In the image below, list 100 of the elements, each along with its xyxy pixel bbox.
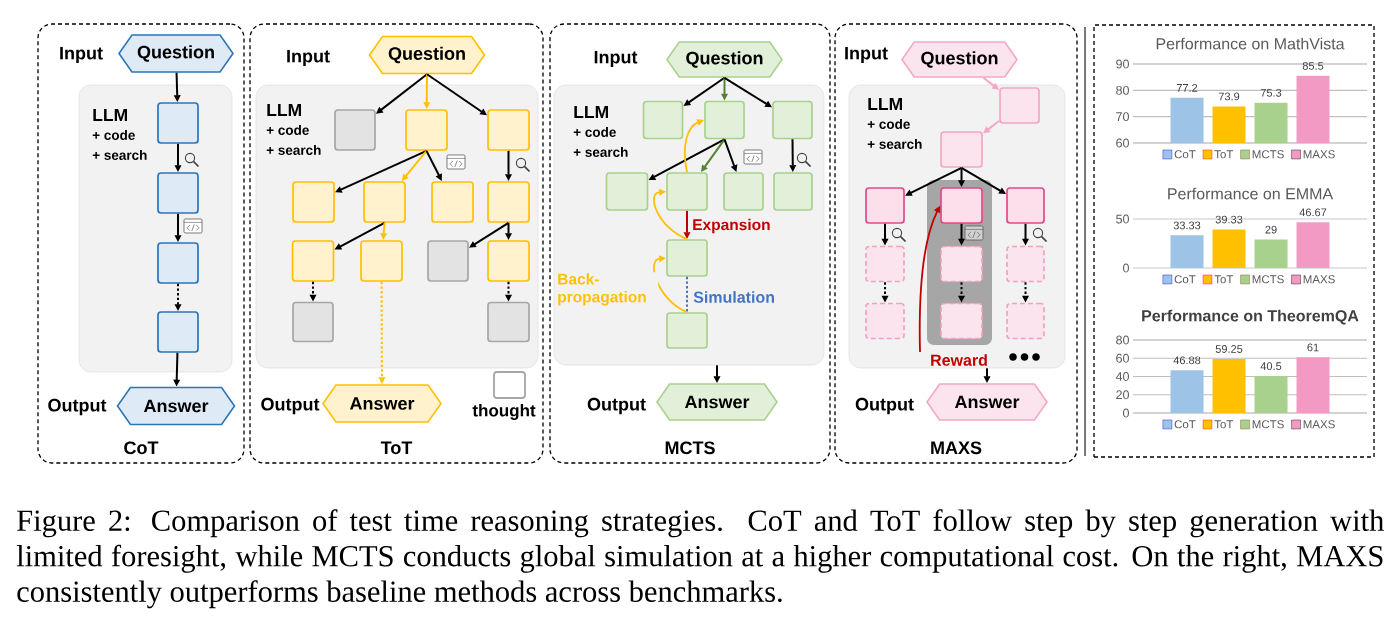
thought-box [940,187,983,224]
thought-box [865,302,905,340]
thought-box [1006,187,1045,224]
thought-box [940,131,983,168]
data-label: 46.67 [1299,208,1327,217]
bar [1254,239,1288,268]
arrow [469,221,510,248]
chart-title: Performance on EMMA [1168,187,1334,200]
arrow [425,149,442,181]
data-label: 39.33 [1215,215,1243,224]
legend-label: MAXS [1303,275,1335,284]
legend-label: CoT [1174,420,1196,429]
legend-label: ToT [1214,150,1234,159]
thought-box [431,181,474,223]
curved-arrow [653,188,688,241]
arrow [723,76,772,108]
y-tick-label: 0 [1123,263,1129,273]
y-tick-label: 20 [1116,390,1129,400]
thought-box [704,100,745,140]
thought-box [940,245,983,283]
bar [1170,370,1204,413]
chart-title: Performance on TheoremQA [1142,309,1359,325]
chart-title: Performance on MathVista [1156,37,1345,50]
output-hexagon: Answer [926,383,1048,421]
legend-label: MCTS [1252,420,1284,429]
thought-box [865,187,905,224]
thought-box [292,181,335,223]
bar [1212,229,1246,268]
legend-label: thought [472,404,536,420]
data-label: 77.2 [1176,84,1198,92]
y-tick-label: 80 [1116,85,1129,95]
output-hexagon: Answer [116,386,236,426]
thought-box [773,172,813,211]
bar [1296,222,1330,268]
side-label: Output [48,398,107,416]
arrow [426,73,487,116]
data-label: 40.5 [1260,362,1282,371]
y-tick-label: 60 [1116,138,1129,148]
y-tick-label: 80 [1116,335,1129,345]
thought-box [940,302,983,340]
edge-label: Reward [929,353,989,367]
y-tick-label: 40 [1115,372,1129,381]
curved-arrow [683,119,704,174]
thought-box [405,109,448,151]
thought-box [865,245,905,283]
thought-box [642,100,684,140]
y-tick-label: 60 [1116,353,1129,363]
thought-box [157,172,199,214]
thought-box [666,312,708,349]
thought-box [157,242,199,284]
data-label: 29 [1265,225,1277,234]
legend-label: MCTS [1252,275,1284,284]
bar [1170,235,1204,268]
legend-label: ToT [1214,420,1234,429]
output-hexagon: Answer [656,383,778,421]
side-label: Output [855,397,914,415]
thought-box [363,181,406,223]
thought-box [292,301,334,343]
thought-box [1006,245,1045,283]
data-label: 46.88 [1173,356,1201,365]
chart-panel [1093,24,1375,458]
data-label: 33.33 [1173,221,1201,230]
data-label: 75.3 [1260,88,1282,97]
side-label: Output [261,397,320,415]
dotted-line [686,275,688,314]
arrow [376,73,428,114]
thought-box [334,109,376,151]
thought-box [360,240,403,282]
side-label: Output [587,397,646,415]
input-hexagon: Question [368,35,486,75]
thought-box [605,172,649,211]
bar [1296,357,1330,413]
legend-label: MAXS [1303,420,1335,429]
side-label: Input [594,50,638,68]
legend-label: MAXS [1303,150,1335,159]
thought-box [427,240,469,282]
thought-box [291,240,335,282]
thought-box [666,239,708,277]
data-label: 59.25 [1215,345,1243,353]
legend-label: CoT [1174,275,1196,284]
thought-box [772,100,813,140]
data-label: 85.5 [1302,62,1324,70]
thought-box [487,109,530,151]
bar [1254,376,1288,413]
output-hexagon: Answer [322,384,442,423]
edge-label: Back-propagation [556,272,659,307]
caption: Figure 2: Comparison of test time reasoning strategies. CoT and ToT follow step by step generation with limited foresight, while MCTS conducts global simulation at a higher computational cost. On the right, MAXS consistently outperforms baseline methods across benchmarks. [16,509,1384,609]
thought-box [157,102,199,144]
thought-box [1006,302,1045,340]
y-tick-label: 50 [1116,214,1129,224]
thought-box [487,301,530,343]
thought-box [487,181,530,223]
thought-box [157,311,199,353]
legend-label: ToT [1214,275,1234,284]
thought-box [666,172,708,211]
data-label: 73.9 [1218,92,1240,101]
arrow [723,138,738,172]
input-hexagon: Question [666,41,783,78]
thought-box [999,87,1040,124]
legend-label: MCTS [1252,150,1284,159]
